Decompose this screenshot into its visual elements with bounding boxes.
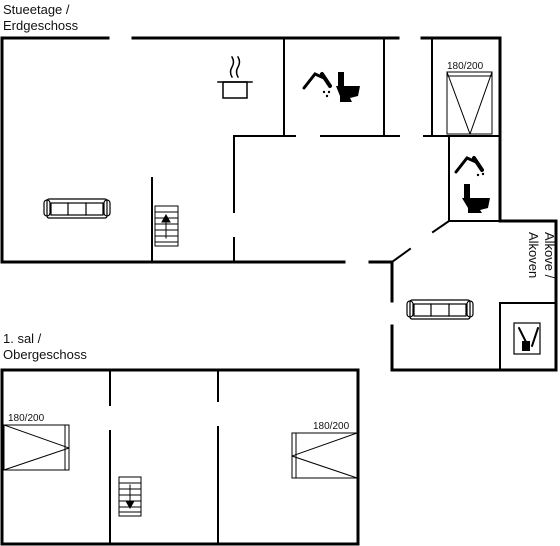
upper-floor-interior-walls (109, 369, 219, 545)
shower-icon (302, 72, 332, 98)
upper-floor-walls (0, 368, 360, 546)
bed-size-ground: 180/200 (447, 61, 484, 72)
fireplace-icon (513, 322, 541, 355)
bed-icon (446, 71, 493, 135)
stairs-up-icon (154, 205, 179, 247)
toilet-icon (336, 72, 360, 102)
ground-floor-label: Stueetage / Erdgeschoss (3, 2, 78, 34)
ground-floor-interior-walls (151, 37, 557, 371)
upper-floor-label-line2: Obergeschoss (3, 347, 87, 362)
sofa-alcove-icon (406, 299, 474, 320)
ground-floor-label-line2: Erdgeschoss (3, 18, 79, 33)
bed-size-upper-left: 180/200 (8, 413, 45, 424)
ground-floor-label-line1: Stueetage / (3, 2, 70, 17)
upper-floor-label: 1. sal / Obergeschoss (3, 331, 87, 363)
toilet-icon-2 (462, 184, 490, 213)
stairs-down-icon (118, 476, 142, 517)
bed-size-upper-right: 180/200 (313, 421, 350, 432)
fireplace-tools-icon (518, 327, 539, 351)
upper-floor-label-line1: 1. sal / (3, 331, 42, 346)
cooking-pot-icon (217, 55, 253, 99)
shower-icon-2 (454, 156, 485, 177)
bed-upper-left (3, 424, 70, 471)
bed-upper-right (291, 432, 358, 479)
sofa-icon (43, 198, 111, 219)
